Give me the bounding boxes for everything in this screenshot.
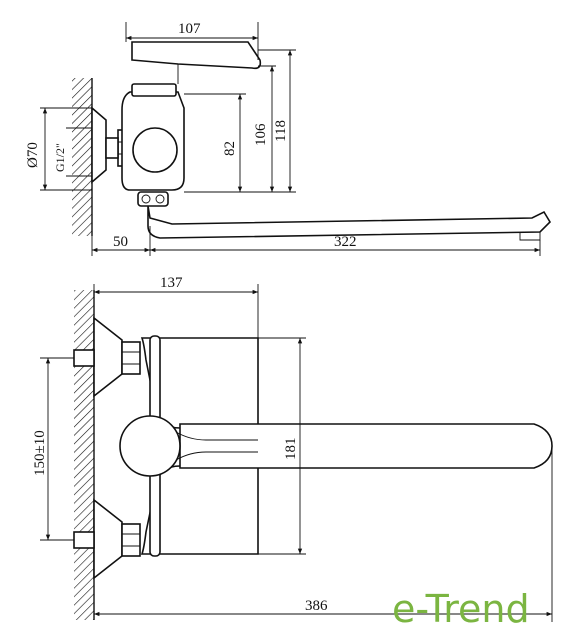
dim-106: 106 bbox=[253, 123, 269, 146]
diameter-label: Ø70 bbox=[25, 142, 41, 168]
dim-82: 82 bbox=[222, 141, 238, 156]
side-spout bbox=[147, 205, 552, 239]
dim-107: 107 bbox=[178, 21, 201, 37]
side-cartridge bbox=[131, 83, 177, 97]
dim-118: 118 bbox=[273, 120, 289, 142]
front-view: 137 150±10 181 386 bbox=[32, 275, 553, 622]
side-view: Ø70 G1/2" 107 82 106 bbox=[25, 21, 552, 256]
brand-logo: e-Trend bbox=[392, 587, 530, 631]
wall-hatch-bottom bbox=[74, 290, 94, 620]
upper-nut bbox=[121, 341, 141, 375]
dim-386: 386 bbox=[305, 598, 328, 614]
dim-137: 137 bbox=[160, 275, 183, 291]
side-flange bbox=[91, 106, 107, 184]
front-valve-knob bbox=[119, 415, 181, 477]
side-valve-disc bbox=[132, 127, 178, 173]
side-lever bbox=[131, 41, 262, 70]
thread-label: G1/2" bbox=[53, 143, 67, 172]
dim-150: 150±10 bbox=[32, 430, 48, 476]
upper-flange bbox=[93, 316, 123, 398]
dim-50: 50 bbox=[113, 234, 128, 250]
wall-hatch-top bbox=[72, 78, 92, 236]
dim-322: 322 bbox=[334, 234, 357, 250]
dim-181: 181 bbox=[283, 438, 299, 461]
lower-flange bbox=[93, 498, 123, 580]
front-spout bbox=[179, 423, 553, 469]
lower-nut bbox=[121, 523, 141, 557]
